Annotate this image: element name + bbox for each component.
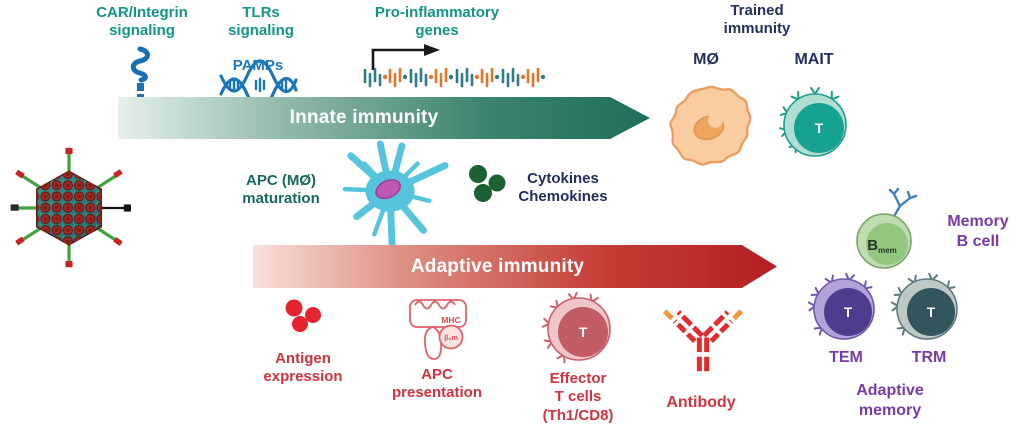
mait-cell-t: T [815,120,824,136]
mait-t-cell-icon: T [779,87,847,157]
effector-t-cells-label: Effector T cells (Th1/CD8) [542,370,614,424]
apc-presentation-label: APC presentation [391,366,483,402]
adaptive-immunity-arrow-label: Adaptive immunity [410,255,585,277]
mhc-molecule-icon: MHC β₂m [409,299,467,360]
antigen-dots-icon [285,299,321,332]
proinflammatory-label: Pro-inflammatory genes [374,4,500,40]
trm-label: TRM [911,349,947,366]
macrophage-cell-icon [669,85,752,166]
antibody-icon [662,309,744,373]
b2m-text: β₂m [444,335,458,342]
innate-immunity-arrow-label: Innate immunity [289,107,439,128]
tlrs-label: TLRs signaling [228,4,294,40]
trm-cell-icon: T [890,272,958,340]
effector-t-cell-icon: T [541,291,611,364]
membrane-receptor-icon [130,46,150,100]
adenovirus-particle-icon [10,147,131,268]
antibody-label: Antibody [666,394,736,411]
effector-cell-t: T [579,324,588,340]
cytokine-dots-icon [469,165,506,202]
tem-cell-t: T [844,305,853,320]
cytokines-label: Cytokines Chemokines [518,170,608,206]
macrophage-label: MØ [693,51,719,68]
dendritic-cell-icon [342,140,449,248]
innate-immunity-arrow: Innate immunity [118,97,650,139]
tem-cell-icon: T [807,272,875,340]
antigen-expression-label: Antigen expression [263,350,343,386]
tem-label: TEM [829,349,863,366]
adaptive-immunity-arrow: Adaptive immunity [253,245,777,288]
adaptive-memory-label: Adaptive memory [856,382,924,419]
memory-b-cell-icon: Bmem [856,187,918,269]
trained-immunity-label: Trained immunity [723,2,791,38]
apc-maturation-label: APC (MØ) maturation [242,172,320,208]
transcription-start-arrow-icon [371,44,440,70]
dna-helix-icon [219,59,298,111]
mait-label: MAIT [794,51,834,68]
memory-b-cell-label: Memory B cell [947,213,1009,250]
gene-sequence-icon [362,64,546,90]
trm-cell-t: T [927,305,936,320]
bmem-text: Bmem [867,237,897,255]
car-integrin-label: CAR/Integrin signaling [96,4,188,40]
mhc-text: MHC [441,315,460,325]
